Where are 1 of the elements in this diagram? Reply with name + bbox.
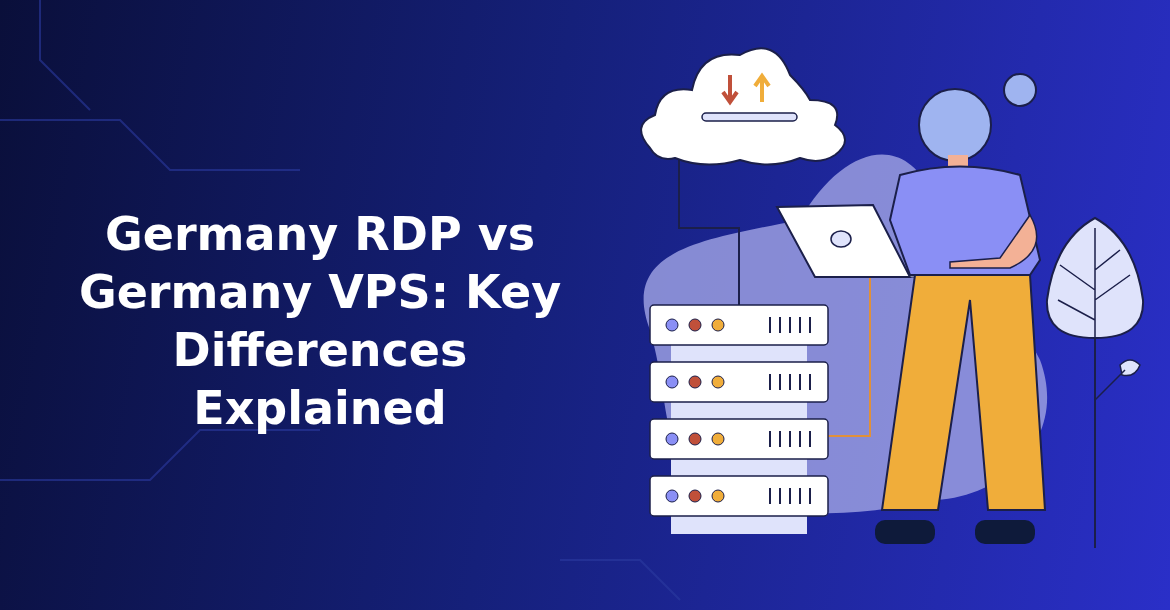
title: Germany RDP vs Germany VPS: Key Differences Explained bbox=[77, 206, 563, 437]
